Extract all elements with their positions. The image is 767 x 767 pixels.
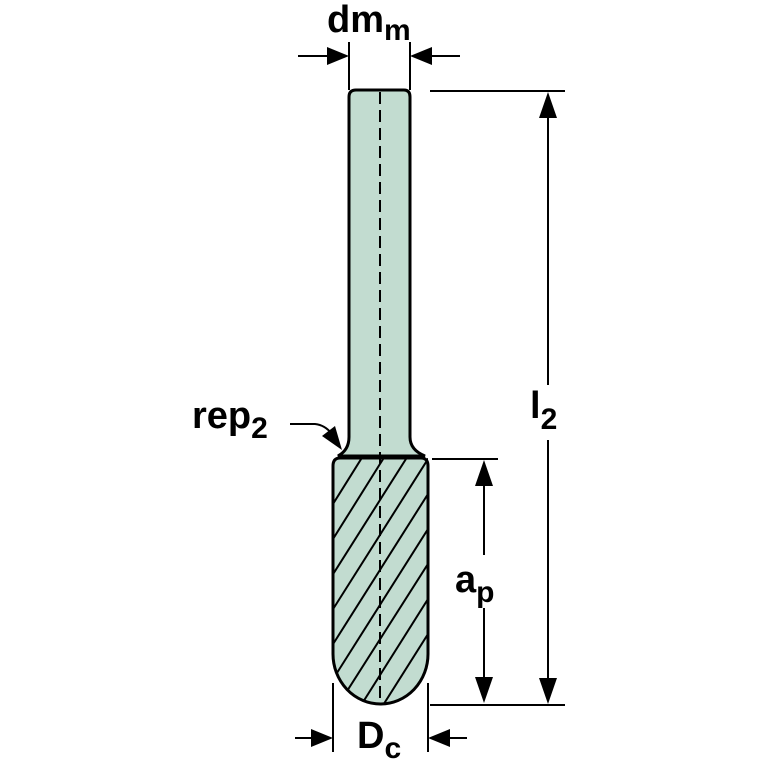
- cutting-diameter-dimension: [295, 683, 467, 752]
- neck-radius-leader: [290, 423, 342, 450]
- label-total-length: l2: [530, 385, 557, 436]
- label-cutting-depth: ap: [455, 559, 494, 609]
- cutting-depth-dimension: [432, 458, 498, 703]
- label-cutting-diameter: Dc: [357, 715, 401, 765]
- shank-diameter-dimension: [298, 42, 460, 90]
- total-length-dimension: [430, 90, 565, 706]
- label-neck-radius: rep2: [192, 395, 268, 445]
- label-shank-diameter: dmm: [327, 0, 411, 47]
- tool-shank: [337, 88, 426, 458]
